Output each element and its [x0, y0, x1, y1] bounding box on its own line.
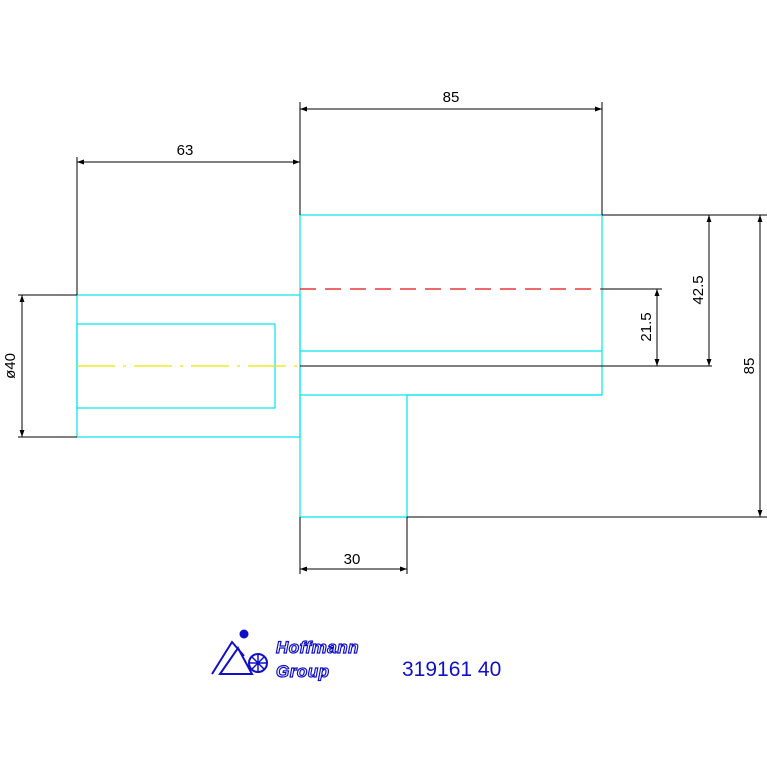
- hoffmann-figure-star-icon: [211, 629, 268, 675]
- dim-label-42-5: 42.5: [690, 275, 707, 304]
- dim-label-21-5: 21.5: [638, 312, 655, 341]
- dim-label-63: 63: [177, 142, 194, 159]
- dim-label-diameter-40: ø40: [2, 353, 19, 379]
- dim-label-85-vertical: 85: [741, 358, 758, 375]
- part-number: 319161 40: [402, 658, 501, 681]
- dim-label-30: 30: [344, 551, 361, 568]
- head-body: [299, 214, 603, 396]
- step-profile: [299, 394, 602, 518]
- logo-line1: Hoffmann: [276, 638, 359, 657]
- dim-label-85-top: 85: [443, 89, 460, 106]
- hoffmann-group-logo: Hoffmann Group: [211, 629, 359, 682]
- logo-line2: Group: [276, 662, 330, 681]
- dimension-lines: [18, 102, 767, 574]
